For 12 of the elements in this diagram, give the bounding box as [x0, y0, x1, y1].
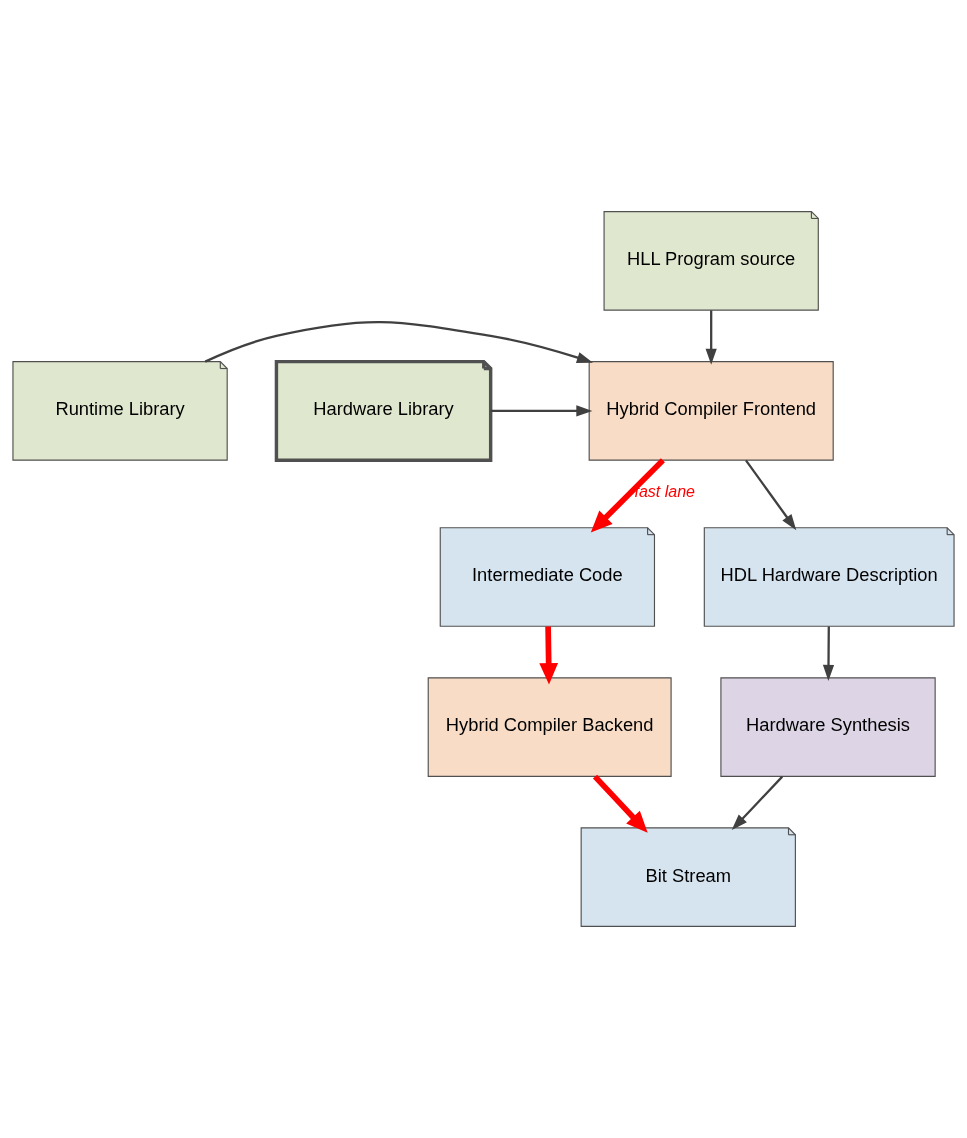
arrow — [490, 405, 593, 417]
arrow — [539, 626, 559, 685]
arrow — [822, 626, 835, 681]
node-box: Hardware Synthesis — [720, 677, 936, 777]
arrow — [705, 310, 717, 365]
node-box: Hybrid Compiler Backend — [427, 677, 672, 777]
arrow — [731, 775, 784, 831]
arrow — [590, 458, 665, 533]
node-box: Hybrid Compiler Frontend — [588, 361, 834, 461]
arrow — [204, 321, 593, 364]
arrow — [745, 459, 797, 531]
arrow — [592, 774, 648, 833]
